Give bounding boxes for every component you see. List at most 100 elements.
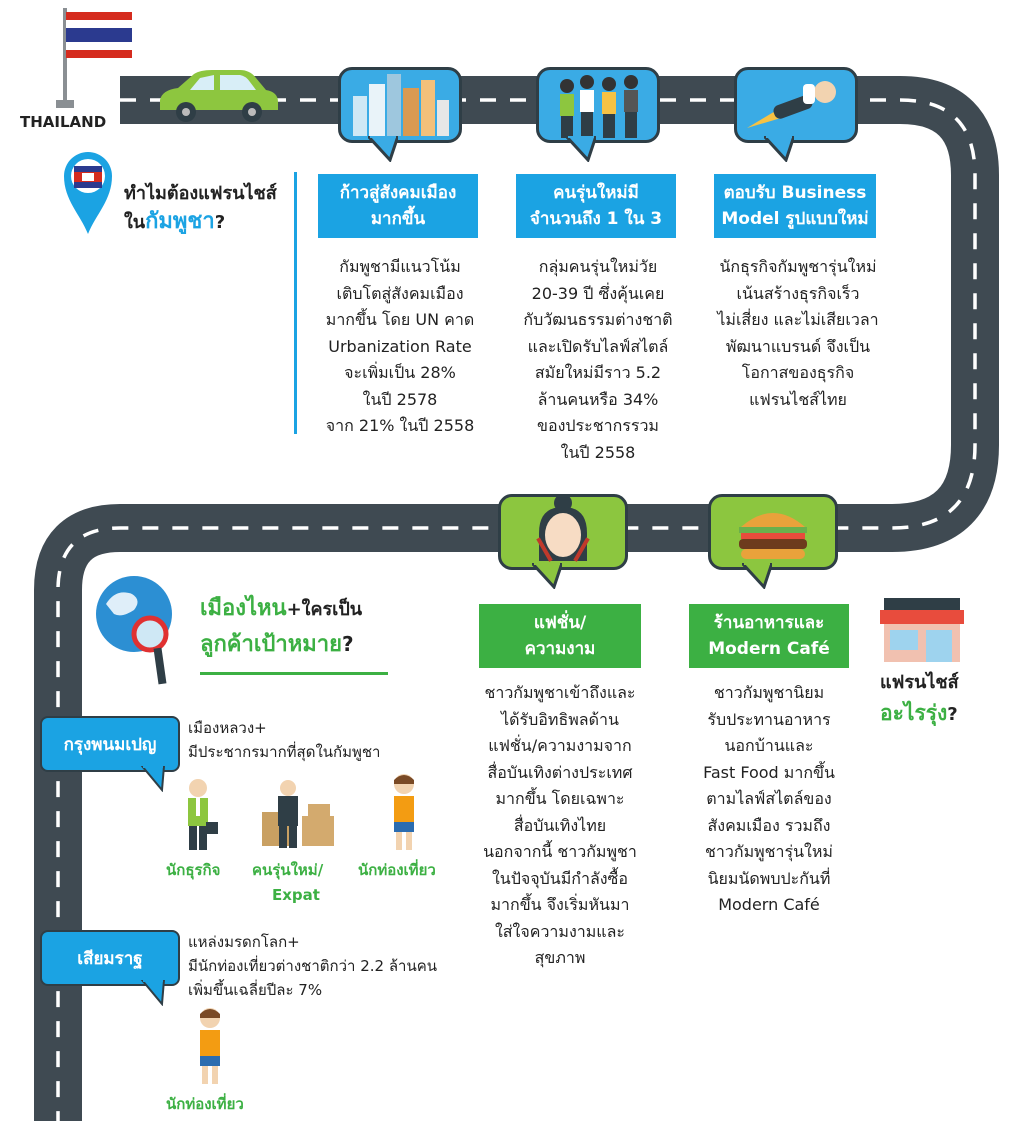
target-line2: ลูกค้าเป้าหมาย? xyxy=(200,627,362,663)
rocket-businessman-icon xyxy=(747,81,836,128)
body-line: ของประชากรรวม xyxy=(537,416,659,435)
bubble-tail xyxy=(764,136,794,162)
body-line: ในปี 2578 xyxy=(362,389,438,409)
target-heading: เมืองไหน+ใครเป็น ลูกค้าเป้าหมาย? xyxy=(200,592,362,663)
city-label-siem-reap: เสียมราฐ xyxy=(40,930,180,986)
person-label-tourist-siem-reap: นักท่องเที่ยว xyxy=(166,1095,244,1113)
bubble-tail xyxy=(742,563,772,589)
sector-title-fashion: แฟชั่น/ ความงาม xyxy=(479,604,641,668)
reason-title-line: Model รูปแบบใหม่ xyxy=(721,209,869,229)
bubble-tail xyxy=(532,563,562,589)
reason-title-line: คนรุ่นใหม่มี xyxy=(553,183,639,203)
woman-makeup-icon xyxy=(536,494,590,562)
body-line: นอกจากนี้ ชาวกัมพูชา xyxy=(483,842,637,861)
reason-title-line: จำนวนถึง 1 ใน 3 xyxy=(529,209,663,229)
sector-body-fashion: ชาวกัมพูชาเข้าถึงและ ได้รับอิทธิพลด้าน แ… xyxy=(462,680,658,972)
city-desc-siem-reap: แหล่งมรดกโลก+ มีนักท่องเที่ยวต่างชาติกว่… xyxy=(188,930,437,1002)
food-bubble xyxy=(708,494,838,570)
body-line: มากขึ้น โดยเฉพาะ xyxy=(495,789,625,808)
body-line: มากขึ้น จึงเริ่มหันมา xyxy=(490,895,630,914)
bubble-tail xyxy=(140,766,166,792)
bubble-tail xyxy=(140,980,166,1006)
body-line: ได้รับอิทธิพลด้าน xyxy=(501,709,619,729)
shop-icon xyxy=(880,598,964,662)
city-buildings-bubble xyxy=(338,67,462,143)
burger-icon xyxy=(739,513,807,559)
franchise-q-line1: แฟรนไชส์ xyxy=(880,672,959,693)
body-line: นิยมนัดพบปะกันที่ xyxy=(707,868,831,888)
sector-title-line: Modern Café xyxy=(708,639,830,659)
young-people-icon xyxy=(560,75,638,138)
body-line: ตามไลฟ์สไตล์ของ xyxy=(706,789,832,808)
reason-body-urban: กัมพูชามีแนวโน้ม เติบโตสู่สังคมเมือง มาก… xyxy=(310,254,490,440)
body-line: Fast Food มากขึ้น xyxy=(703,762,835,782)
person-label-tourist: นักท่องเที่ยว xyxy=(358,861,436,879)
body-line: 20-39 ปี ซึ่งคุ้นเคย xyxy=(531,283,665,303)
car-icon xyxy=(160,70,278,122)
body-line: ในปี 2558 xyxy=(560,442,636,462)
bubble-tail xyxy=(566,136,596,162)
body-line: สุขภาพ xyxy=(534,948,586,967)
buildings-icon xyxy=(353,74,449,136)
target-underline xyxy=(200,672,388,675)
body-line: ไม่เสี่ยง และไม่เสียเวลา xyxy=(717,310,879,329)
body-line: นอกบ้านและ xyxy=(724,736,814,755)
divider-line xyxy=(294,172,297,434)
city-label-phnom-penh: กรุงพนมเปญ xyxy=(40,716,180,772)
body-line: พัฒนาแบรนด์ จึงเป็น xyxy=(725,336,871,356)
city-desc-line: เมืองหลวง+ xyxy=(188,719,267,737)
body-line: จาก 21% ในปี 2558 xyxy=(325,416,475,435)
bubble-tail xyxy=(368,136,398,162)
body-line: สังคมเมือง รวมถึง xyxy=(707,815,831,835)
reason-title-line: ก้าวสู่สังคมเมือง xyxy=(339,183,457,203)
reason-body-business: นักธุรกิจกัมพูชารุ่นใหม่ เน้นสร้างธุรกิจ… xyxy=(700,254,896,413)
body-line: เน้นสร้างธุรกิจเร็ว xyxy=(736,283,860,303)
target-line1-b: +ใครเป็น xyxy=(286,599,363,620)
body-line: ในปัจจุบันมีกำลังซื้อ xyxy=(491,868,629,888)
body-line: ล้านคนหรือ 34% xyxy=(537,389,659,409)
person-label-youth: คนรุ่นใหม่/ xyxy=(252,861,324,879)
sector-body-food: ชาวกัมพูชานิยม รับประทานอาหาร นอกบ้านและ… xyxy=(680,680,858,919)
expat-with-boxes-icon xyxy=(262,780,334,848)
fashion-bubble xyxy=(498,494,628,570)
sector-title-line: ร้านอาหารและ xyxy=(713,613,825,633)
why-line1: ทำไมต้องแฟรนไชส์ xyxy=(124,183,277,204)
franchise-q-mark: ? xyxy=(947,704,958,725)
target-line2-b: ? xyxy=(341,632,354,656)
body-line: รับประทานอาหาร xyxy=(707,709,831,729)
businessman-icon xyxy=(188,779,218,850)
why-highlight: กัมพูชา xyxy=(145,209,215,234)
body-line: Modern Café xyxy=(718,895,820,914)
body-line: กลุ่มคนรุ่นใหม่วัย xyxy=(538,257,658,276)
cambodia-location-pin-icon xyxy=(64,152,112,234)
reason-title-line: มากขึ้น xyxy=(370,209,426,229)
franchise-q-highlight: อะไรรุ่ง xyxy=(880,701,948,725)
body-line: มากขึ้น โดย UN คาด xyxy=(325,310,475,329)
country-label: THAILAND xyxy=(20,113,107,131)
city-desc-line: เพิ่มขึ้นเฉลี่ยปีละ 7% xyxy=(188,981,323,999)
body-line: Urbanization Rate xyxy=(328,336,472,356)
body-line: นักธุรกิจกัมพูชารุ่นใหม่ xyxy=(719,257,877,276)
reason-title-business: ตอบรับ Business Model รูปแบบใหม่ xyxy=(714,174,876,238)
body-line: จะเพิ่มเป็น 28% xyxy=(344,363,456,382)
target-line1: เมืองไหน+ใครเป็น xyxy=(200,592,362,627)
reason-body-youth: กลุ่มคนรุ่นใหม่วัย 20-39 ปี ซึ่งคุ้นเคย … xyxy=(506,254,690,466)
body-line: ชาวกัมพูชาเข้าถึงและ xyxy=(484,683,636,702)
body-line: สมัยใหม่มีราว 5.2 xyxy=(534,363,662,382)
city-desc-phnom-penh: เมืองหลวง+ มีประชากรมากที่สุดในกัมพูชา xyxy=(188,716,380,764)
tourist-icon xyxy=(200,1008,220,1084)
sector-title-line: แฟชั่น/ xyxy=(533,613,587,633)
city-desc-line: แหล่งมรดกโลก+ xyxy=(188,933,300,951)
youth-bubble xyxy=(536,67,660,143)
body-line: เติบโตสู่สังคมเมือง xyxy=(336,283,464,303)
franchise-q-line2: อะไรรุ่ง? xyxy=(880,698,959,730)
reason-title-youth: คนรุ่นใหม่มี จำนวนถึง 1 ใน 3 xyxy=(516,174,676,238)
body-line: โอกาสของธุรกิจ xyxy=(741,363,855,382)
franchise-question: แฟรนไชส์ อะไรรุ่ง? xyxy=(880,668,959,730)
thailand-flag-icon xyxy=(66,12,132,58)
body-line: ชาวกัมพูชานิยม xyxy=(713,683,825,702)
flagpole xyxy=(56,8,74,108)
body-line: กับวัฒนธรรมต่างชาติ xyxy=(523,310,673,329)
why-suffix: ? xyxy=(214,212,226,233)
city-desc-line: มีนักท่องเที่ยวต่างชาติกว่า 2.2 ล้านคน xyxy=(188,957,437,975)
